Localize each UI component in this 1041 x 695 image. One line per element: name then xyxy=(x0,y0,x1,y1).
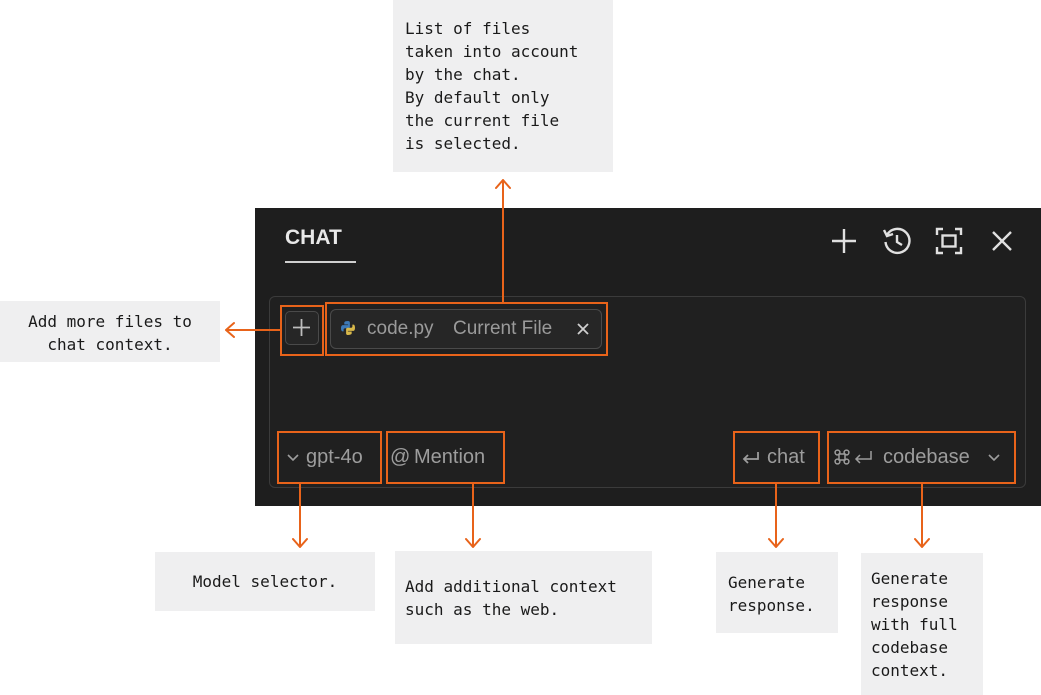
cmd-enter-icon xyxy=(834,449,872,465)
mention-at-icon: @ xyxy=(390,446,411,468)
arrow-model-selector xyxy=(292,483,308,548)
file-name: code.py xyxy=(367,318,434,339)
history-icon[interactable] xyxy=(882,226,912,256)
arrow-codebase xyxy=(914,483,930,548)
highlight-chat xyxy=(733,431,820,484)
annotation-generate: Generate response. xyxy=(716,552,838,633)
arrow-files-list xyxy=(495,179,511,303)
highlight-add-context xyxy=(280,305,324,356)
plus-icon[interactable] xyxy=(829,226,859,256)
context-file-chip[interactable]: code.py Current File xyxy=(330,309,602,349)
highlight-context-file xyxy=(325,302,608,356)
python-icon xyxy=(341,321,355,335)
chevron-down-icon[interactable] xyxy=(987,453,1001,463)
add-context-button[interactable] xyxy=(285,311,319,345)
enter-icon xyxy=(742,452,759,464)
annotation-mention: Add additional context such as the web. xyxy=(395,551,652,644)
remove-file-icon[interactable] xyxy=(576,322,590,336)
highlight-codebase xyxy=(827,431,1016,484)
chat-tab-title[interactable]: CHAT xyxy=(285,226,342,249)
arrow-mention xyxy=(465,483,481,548)
mention-button-label[interactable]: Mention xyxy=(414,446,486,468)
annotation-model-selector: Model selector. xyxy=(155,552,375,611)
arrow-generate xyxy=(768,483,784,548)
highlight-mention xyxy=(386,431,505,484)
highlight-model-selector xyxy=(277,431,382,484)
close-icon[interactable] xyxy=(987,226,1017,256)
annotation-files-list: List of files taken into account by the … xyxy=(393,0,613,172)
maximize-icon[interactable] xyxy=(934,226,964,256)
model-selector-label[interactable]: gpt-4o xyxy=(306,446,363,468)
codebase-submit-label[interactable]: codebase xyxy=(883,446,970,468)
annotation-codebase: Generate response with full codebase con… xyxy=(861,553,983,695)
plus-icon xyxy=(293,319,310,336)
chat-submit-label[interactable]: chat xyxy=(767,446,805,468)
arrow-add-files xyxy=(225,322,281,338)
annotation-add-files: Add more files to chat context. xyxy=(0,301,220,362)
file-label: Current File xyxy=(453,318,553,339)
chevron-down-icon[interactable] xyxy=(286,453,300,463)
tab-underline xyxy=(285,261,356,263)
